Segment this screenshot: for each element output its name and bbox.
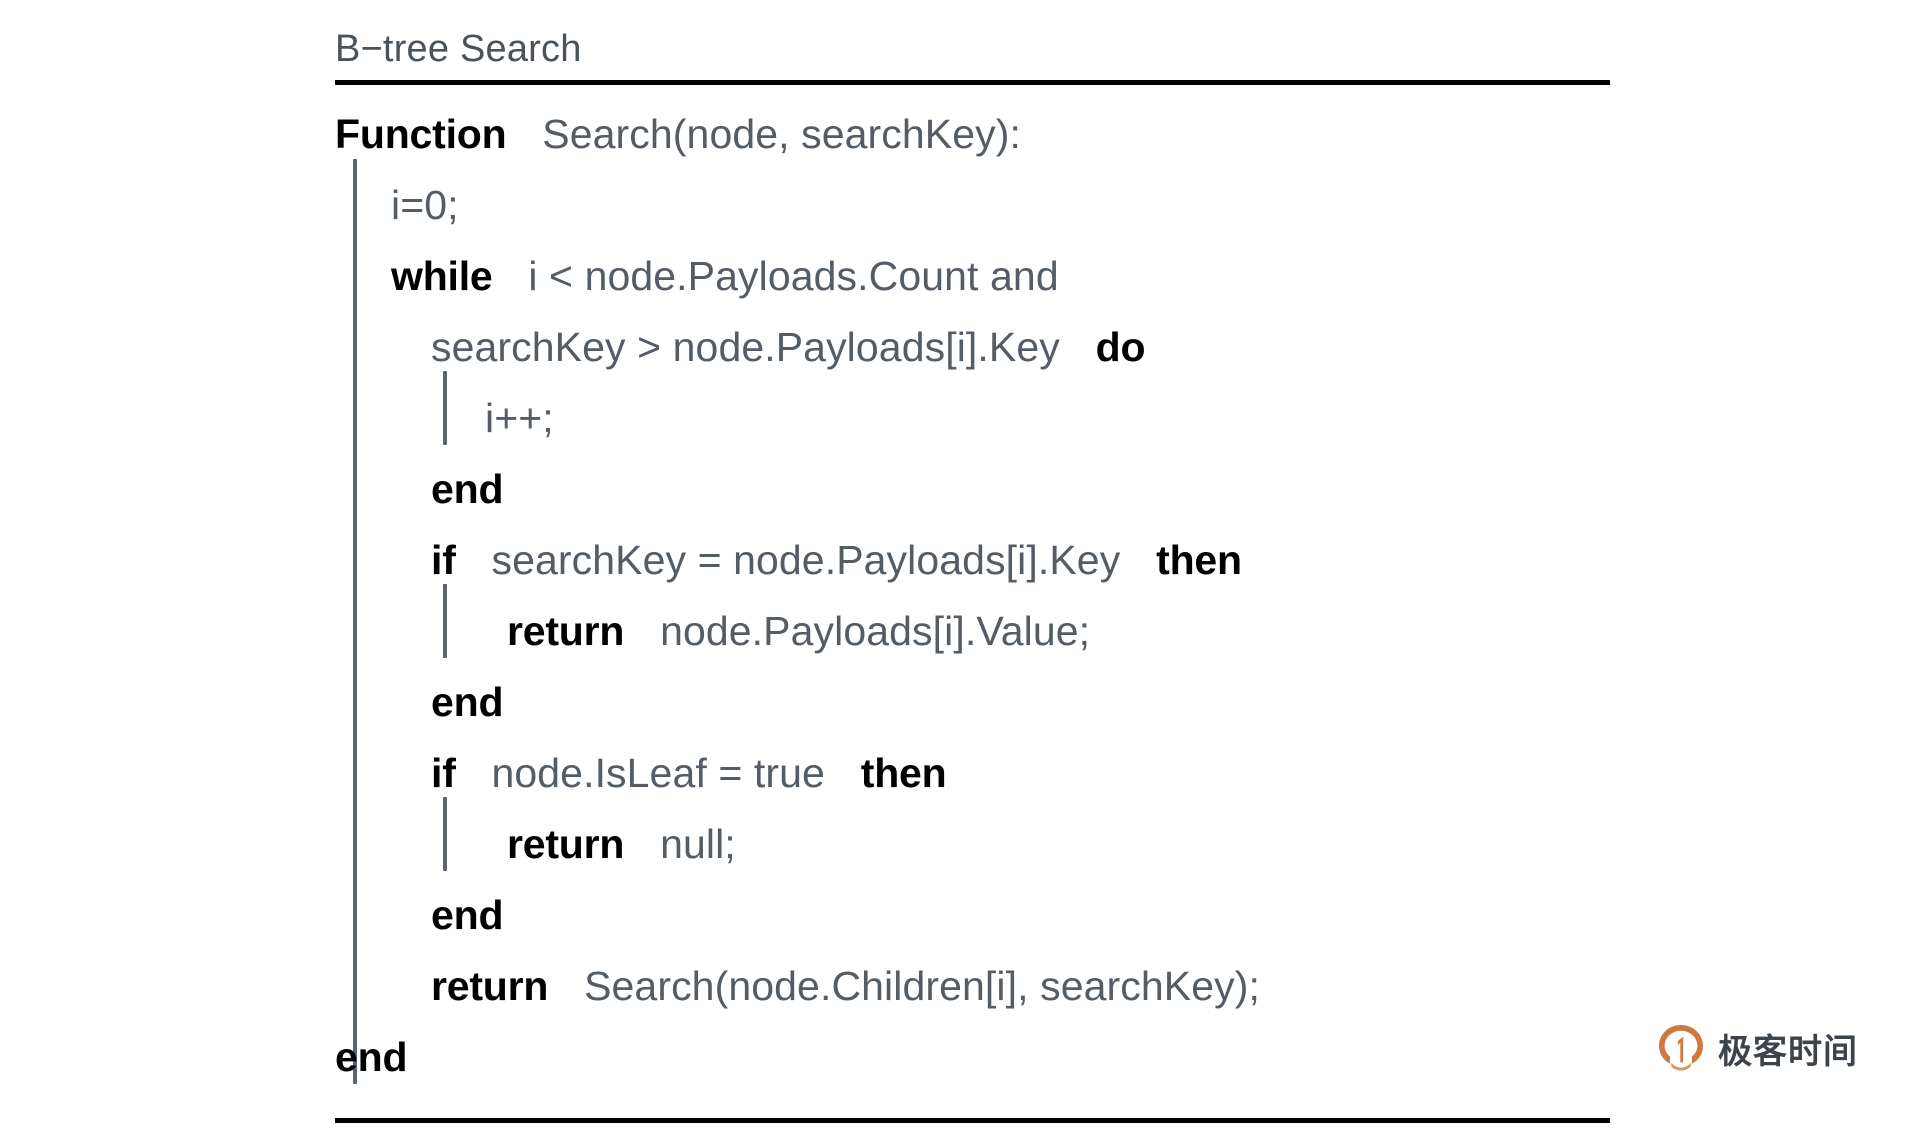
- indent-guide-if-key-match-body: [443, 584, 447, 658]
- function-signature-expression: Search(node, searchKey):: [542, 111, 1022, 157]
- keyword-return-null: return: [507, 821, 625, 867]
- pseudocode-body: Function Search(node, searchKey): i=0; w…: [335, 99, 1610, 1093]
- keyword-if-key-match: if: [431, 537, 456, 583]
- keyword-function: Function: [335, 111, 507, 157]
- code-line-if-key-match: if searchKey = node.Payloads[i].Key then: [335, 525, 1610, 596]
- page-title: B−tree Search: [335, 28, 582, 70]
- algorithm-block: B−tree Search Function Search(node, sear…: [335, 18, 1610, 1093]
- algorithm-bottom-rule: [335, 1118, 1610, 1123]
- keyword-then-is-leaf: then: [860, 750, 947, 796]
- code-line-end-if-is-leaf: end: [335, 880, 1610, 951]
- code-line-function-signature: Function Search(node, searchKey):: [335, 99, 1610, 170]
- keyword-end-while: end: [431, 466, 504, 512]
- keyword-return-payload-value: return: [507, 608, 625, 654]
- code-line-if-is-leaf: if node.IsLeaf = true then: [335, 738, 1610, 809]
- code-line-init-index: i=0;: [335, 170, 1610, 241]
- increment-index-expression: i++;: [485, 395, 554, 441]
- geektime-logo-icon: [1659, 1025, 1703, 1071]
- keyword-end-function: end: [335, 1034, 408, 1080]
- indent-guide-function-body: [353, 159, 357, 1084]
- code-line-while-condition-part1: while i < node.Payloads.Count and: [335, 241, 1610, 312]
- code-line-increment-index: i++;: [335, 383, 1610, 454]
- code-line-return-recursive-search: return Search(node.Children[i], searchKe…: [335, 951, 1610, 1022]
- if-is-leaf-condition: node.IsLeaf = true: [491, 750, 825, 796]
- keyword-do: do: [1095, 324, 1146, 370]
- code-line-end-if-key-match: end: [335, 667, 1610, 738]
- return-payload-value-expression: node.Payloads[i].Value;: [660, 608, 1091, 654]
- code-line-end-while: end: [335, 454, 1610, 525]
- brand-name: 极客时间: [1718, 1031, 1858, 1072]
- keyword-end-if-is-leaf: end: [431, 892, 504, 938]
- return-null-expression: null;: [660, 821, 736, 867]
- while-condition-expression-part1: i < node.Payloads.Count and: [528, 253, 1059, 299]
- if-key-match-condition: searchKey = node.Payloads[i].Key: [491, 537, 1121, 583]
- algorithm-caption-row: B−tree Search: [335, 18, 1610, 80]
- indent-guide-while-body: [443, 371, 447, 445]
- keyword-then-key-match: then: [1156, 537, 1242, 583]
- code-line-end-function: end: [335, 1022, 1610, 1093]
- code-line-while-condition-part2: searchKey > node.Payloads[i].Key do: [335, 312, 1610, 383]
- algorithm-top-rule: [335, 80, 1610, 85]
- indent-guide-if-is-leaf-body: [443, 797, 447, 871]
- keyword-if-is-leaf: if: [431, 750, 456, 796]
- code-line-return-null: return null;: [335, 809, 1610, 880]
- keyword-return-recursive-search: return: [431, 963, 549, 1009]
- while-condition-expression-part2: searchKey > node.Payloads[i].Key: [431, 324, 1060, 370]
- keyword-while: while: [391, 253, 493, 299]
- return-recursive-search-expression: Search(node.Children[i], searchKey);: [584, 963, 1260, 1009]
- code-line-return-payload-value: return node.Payloads[i].Value;: [335, 596, 1610, 667]
- keyword-end-if-key-match: end: [431, 679, 504, 725]
- brand-logo: 极客时间: [1655, 1022, 1858, 1074]
- init-index-expression: i=0;: [391, 182, 459, 228]
